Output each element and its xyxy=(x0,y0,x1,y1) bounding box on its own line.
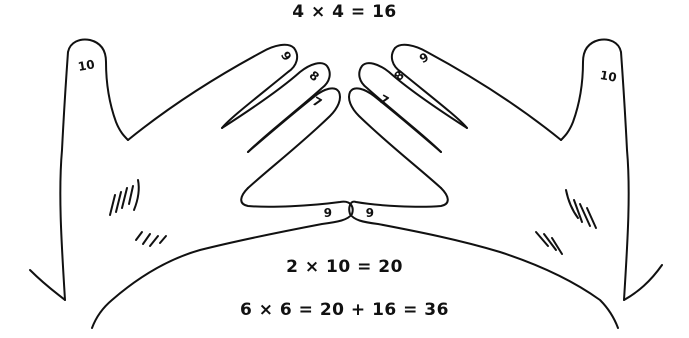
right-index-outline xyxy=(390,43,562,141)
right-pinky-outline xyxy=(348,187,619,329)
left-ring-outline xyxy=(247,87,341,189)
left-thumb-outline xyxy=(59,38,129,301)
right-ring-outline xyxy=(348,87,442,189)
left-pinky-outline xyxy=(91,187,354,329)
equation-bottom: 6 × 6 = 20 + 16 = 36 xyxy=(240,300,449,320)
left-hand xyxy=(29,38,354,329)
right-hand xyxy=(348,38,663,329)
left-thumb-label: 10 xyxy=(77,57,96,74)
right-ring-label: 7 xyxy=(377,92,391,108)
right-middle-label: 8 xyxy=(391,68,406,84)
right-thumb-outline xyxy=(560,38,630,301)
right-wrist-outline xyxy=(623,264,663,301)
left-wrist-outline xyxy=(29,269,66,301)
left-middle-label: 8 xyxy=(306,68,321,84)
right-thumb-label: 10 xyxy=(599,68,618,85)
left-pinky-label: 6 xyxy=(324,205,332,219)
equation-middle: 2 × 10 = 20 xyxy=(286,257,403,277)
left-index-label: 9 xyxy=(278,49,294,63)
equation-top: 4 × 4 = 16 xyxy=(292,2,397,22)
left-index-outline xyxy=(127,43,299,141)
right-pinky-label: 6 xyxy=(366,205,374,219)
right-middle-outline xyxy=(358,62,468,153)
